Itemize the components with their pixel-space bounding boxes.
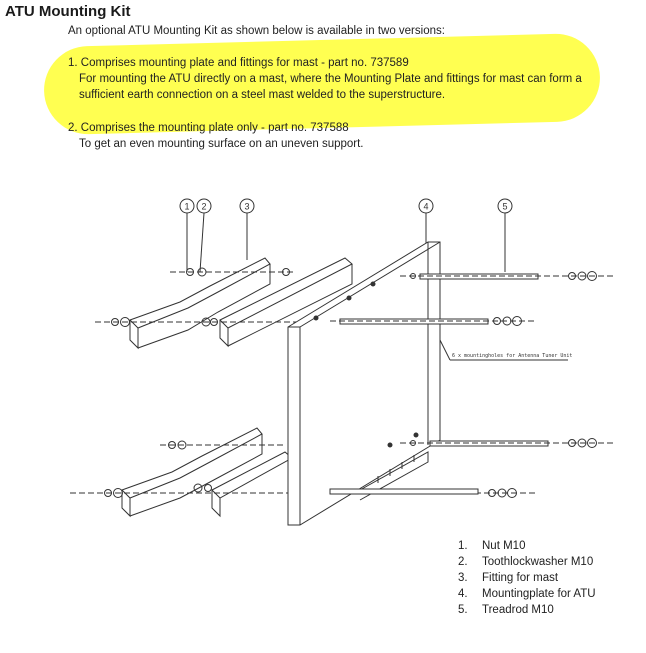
- intro-text: An optional ATU Mounting Kit as shown be…: [68, 25, 445, 37]
- svg-text:5: 5: [502, 202, 507, 212]
- version-2: 2. Comprises the mounting plate only - p…: [68, 120, 364, 152]
- legend-item: 2.Toothlockwasher M10: [458, 556, 594, 568]
- atu-mounting-plate: [287, 241, 441, 526]
- parts-legend: 1.Nut M10 2.Toothlockwasher M10 3.Fittin…: [458, 538, 596, 618]
- version-2-desc: To get an even mounting surface on an un…: [79, 138, 364, 150]
- upper-mast-fitting: [129, 257, 353, 350]
- version-1-desc-2: sufficient earth connection on a steel m…: [79, 89, 446, 101]
- version-1-desc-1: For mounting the ATU directly on a mast,…: [79, 73, 582, 85]
- callout-2: 2: [196, 198, 212, 273]
- callout-4: 4: [418, 198, 434, 246]
- rod-bolt-lines: [330, 275, 615, 444]
- svg-text:4: 4: [423, 202, 428, 212]
- lower-mast-fitting: [121, 427, 293, 518]
- version-1-heading: 1. Comprises mounting plate and fittings…: [68, 57, 409, 69]
- svg-text:6 x mountingholes for Antenna: 6 x mountingholes for Antenna Tuner Unit: [452, 353, 572, 359]
- legend-item: 3.Fitting for mast: [458, 572, 559, 584]
- callout-1: 1: [179, 198, 195, 272]
- upper-nuts: [111, 267, 290, 327]
- legend-item: 4.Mountingplate for ATU: [458, 588, 596, 600]
- mountingholes-annotation: 6 x mountingholes for Antenna Tuner Unit: [439, 339, 572, 361]
- svg-text:3: 3: [244, 202, 249, 212]
- rod-nuts: [410, 271, 597, 448]
- callout-3: 3: [239, 198, 255, 260]
- svg-text:2: 2: [201, 202, 206, 212]
- legend-item: 5.Treadrod M10: [458, 604, 554, 616]
- mounting-kit-diagram: 1 2 3 4 5: [70, 198, 615, 526]
- callout-5: 5: [497, 198, 513, 272]
- page-title: ATU Mounting Kit: [5, 3, 131, 20]
- version-2-heading: 2. Comprises the mounting plate only - p…: [68, 122, 349, 134]
- legend-item: 1.Nut M10: [458, 540, 526, 552]
- svg-text:1: 1: [184, 202, 189, 212]
- version-1: 1. Comprises mounting plate and fittings…: [68, 55, 582, 103]
